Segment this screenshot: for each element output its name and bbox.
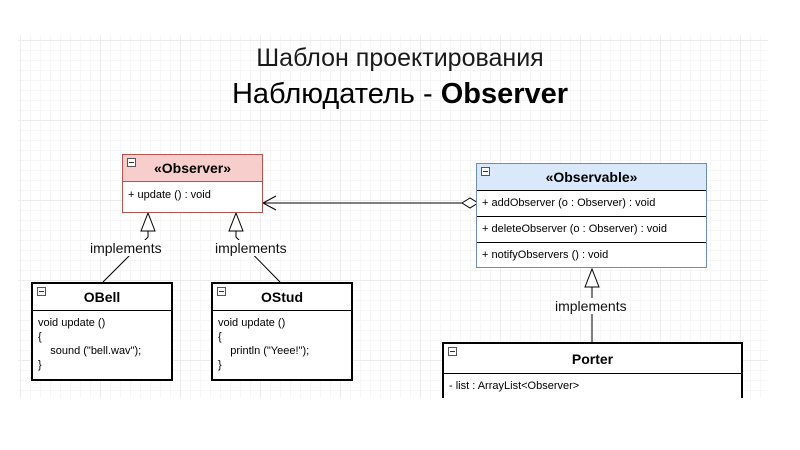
class-ostud[interactable]: OStud void update () { println ("Yeee!")… — [211, 282, 353, 381]
edge-ostud-observer-arrowhead — [228, 211, 244, 232]
edge-observable-observer-arrowhead — [261, 195, 277, 211]
collapse-icon[interactable] — [448, 347, 457, 356]
class-ostud-name: OStud — [261, 289, 303, 305]
class-obell-name: OBell — [83, 289, 121, 305]
class-member: + addObserver (o : Observer) : void — [482, 197, 656, 209]
class-porter-name: Porter — [571, 351, 614, 367]
class-member: - list : ArrayList<Observer> — [449, 380, 580, 392]
class-observable-header: «Observable» — [477, 164, 706, 191]
label-porter-implements: implements — [553, 298, 629, 314]
label-ostud-implements: implements — [213, 240, 289, 256]
edge-porter-observable-arrowhead — [584, 267, 600, 288]
code-line: { — [38, 331, 42, 343]
collapse-icon[interactable] — [37, 287, 46, 296]
class-member: + notifyObservers () : void — [477, 242, 706, 268]
code-line: println ("Yeee!"); — [218, 345, 310, 357]
class-observer-header: «Observer» — [123, 155, 262, 182]
class-porter[interactable]: Porter - list : ArrayList<Observer> — [442, 342, 743, 398]
edge-obell-observer-arrowhead — [140, 211, 156, 232]
diagram-title-line1: Шаблон проектирования — [256, 44, 544, 72]
collapse-icon[interactable] — [127, 158, 136, 167]
class-observable[interactable]: «Observable» + addObserver (o : Observer… — [476, 163, 707, 268]
collapse-icon[interactable] — [481, 167, 490, 176]
code-line: } — [38, 359, 42, 371]
code-line: } — [218, 359, 222, 371]
class-observer[interactable]: «Observer» + update () : void — [122, 154, 263, 213]
class-obell-body: void update () { sound ("bell.wav"); } — [33, 311, 171, 372]
class-ostud-header: OStud — [213, 284, 351, 311]
code-line: { — [218, 331, 222, 343]
class-member: + update () : void — [128, 189, 211, 201]
class-porter-header: Porter — [444, 344, 741, 374]
class-obell[interactable]: OBell void update () { sound ("bell.wav"… — [31, 282, 173, 381]
title-prefix: Наблюдатель - — [231, 78, 441, 110]
class-ostud-body: void update () { println ("Yeee!"); } — [213, 311, 351, 372]
class-member: + deleteObserver (o : Observer) : void — [477, 216, 706, 242]
code-line: void update () — [218, 317, 286, 329]
class-observer-name: «Observer» — [153, 160, 232, 176]
title-bold: Observer — [440, 78, 569, 110]
diagram-title-line2: Наблюдатель - Observer — [0, 78, 800, 111]
code-line: void update () — [38, 317, 106, 329]
label-obell-implements: implements — [88, 240, 164, 256]
class-observable-name: «Observable» — [545, 169, 638, 185]
code-line: sound ("bell.wav"); — [38, 345, 142, 357]
collapse-icon[interactable] — [217, 287, 226, 296]
class-obell-header: OBell — [33, 284, 171, 311]
